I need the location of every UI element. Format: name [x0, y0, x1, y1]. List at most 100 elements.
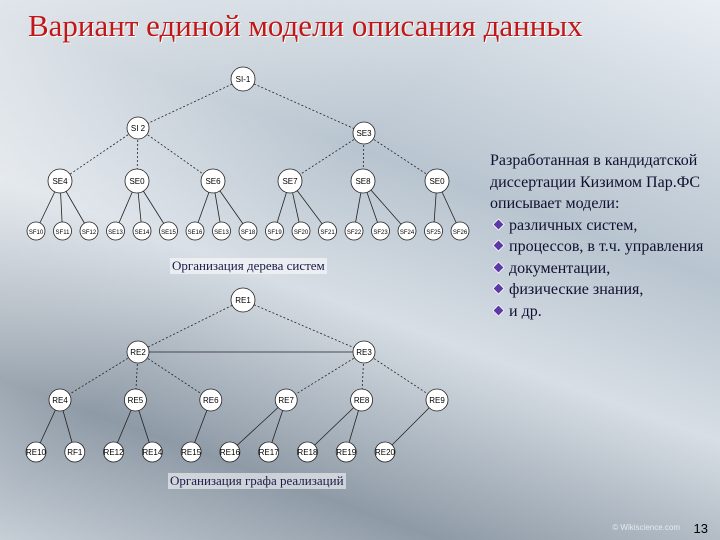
node-label: RE7	[278, 396, 294, 405]
node-label: SF24	[400, 230, 415, 236]
diamond-bullet-icon	[492, 282, 505, 295]
diagram-node	[124, 168, 150, 194]
top-diagram-caption: Организация дерева систем	[170, 258, 327, 274]
diagram-node	[199, 388, 223, 412]
node-label: RE14	[142, 448, 163, 457]
diagram-node	[200, 168, 226, 194]
node-label: RE16	[220, 448, 241, 457]
connector-line	[289, 132, 365, 182]
bottom-diagram-caption: Организация графа реализаций	[168, 473, 346, 489]
connector-line	[59, 127, 139, 182]
diagram-node	[132, 221, 152, 241]
node-label: RE9	[429, 396, 445, 405]
slide-title: Вариант единой модели описания данных	[28, 8, 583, 43]
connector-line	[229, 399, 287, 453]
connector-line	[137, 78, 244, 129]
node-label: SF23	[373, 230, 388, 236]
node-label: SF26	[453, 230, 468, 236]
diagram-node	[318, 221, 337, 241]
node-label: SE15	[161, 230, 176, 236]
node-label: SE6	[205, 177, 221, 186]
connector-line	[137, 299, 244, 353]
node-label: RE6	[203, 396, 219, 405]
diagram-node	[123, 388, 147, 412]
node-label: SF21	[320, 230, 335, 236]
diagram-node	[230, 66, 256, 92]
diagram-node	[106, 221, 125, 241]
node-label: RE10	[26, 448, 47, 457]
node-label: RE15	[181, 448, 202, 457]
diagram-node	[397, 221, 417, 241]
node-label: SE0	[429, 177, 445, 186]
node-label: SF19	[267, 230, 282, 236]
node-label: SI 2	[131, 124, 146, 133]
description-bullet: различных систем,	[490, 215, 712, 237]
diagram-node	[374, 441, 396, 463]
diagram-node	[230, 287, 256, 313]
diagram-node	[425, 388, 449, 412]
watermark: © Wikiscience.com	[612, 523, 680, 532]
diagram-node	[64, 441, 86, 463]
connector-line	[285, 351, 365, 401]
diagram-node	[258, 441, 280, 463]
node-label: RE4	[52, 396, 68, 405]
description-bullet: процессов, в т.ч. управления	[490, 236, 712, 258]
connector-line	[242, 299, 365, 353]
node-label: RE12	[104, 448, 125, 457]
node-label: SI-1	[236, 75, 251, 84]
node-label: RE17	[259, 448, 280, 457]
diamond-bullet-icon	[492, 303, 505, 317]
node-label: SE13	[214, 230, 229, 236]
diagram-node	[352, 121, 376, 145]
diagram-node	[274, 388, 298, 412]
connector-line	[363, 351, 438, 401]
connector-line	[137, 351, 212, 401]
node-label: SE8	[355, 177, 371, 186]
diagram-node	[238, 221, 258, 241]
node-label: RF1	[67, 448, 83, 457]
diagram-node	[47, 168, 73, 194]
node-label: SE0	[129, 177, 145, 186]
connector-line	[307, 399, 362, 453]
diagram-node	[180, 441, 202, 463]
description-intro: Разработанная в кандидатской диссертации…	[490, 152, 700, 212]
node-label: SF25	[426, 230, 441, 236]
description-block: Разработанная в кандидатской диссертации…	[490, 150, 712, 322]
connector-line	[363, 132, 438, 182]
connector-line	[137, 127, 214, 182]
diagram-node	[371, 221, 390, 241]
diagram-node	[53, 221, 72, 241]
bullet-text: процессов, в т.ч. управления	[509, 238, 704, 255]
node-label: RE20	[375, 448, 396, 457]
node-label: RE8	[354, 396, 370, 405]
bullet-text: документации,	[509, 259, 611, 277]
page-number: 13	[693, 521, 708, 536]
description-bullet: документации,	[490, 258, 712, 280]
diagram-node	[25, 441, 47, 463]
node-label: RE5	[128, 396, 144, 405]
diagram-node	[141, 441, 163, 463]
diagram-node	[297, 441, 318, 463]
node-label: RE19	[336, 448, 357, 457]
description-bullets: различных систем,процессов, в т.ч. управ…	[490, 215, 712, 323]
node-label: SE3	[356, 129, 372, 138]
bullet-text: и др.	[509, 302, 542, 320]
node-label: RE3	[356, 348, 372, 357]
diagram-node	[424, 168, 450, 194]
node-label: SF11	[56, 230, 71, 236]
node-label: RE2	[130, 348, 146, 357]
diagram-node	[344, 221, 364, 241]
node-label: RE1	[235, 296, 251, 305]
bullet-text: физические знания,	[509, 281, 644, 298]
node-label: SE16	[188, 230, 203, 236]
connector-line	[59, 351, 139, 401]
diagram-node	[26, 221, 46, 241]
diagram-node	[79, 221, 99, 241]
diagram-node	[48, 388, 72, 412]
node-label: SF22	[347, 230, 362, 236]
node-label: SF20	[294, 230, 309, 236]
node-label: SE7	[282, 177, 298, 186]
description-bullet: физические знания,	[490, 279, 712, 301]
node-label: RE18	[297, 448, 318, 457]
